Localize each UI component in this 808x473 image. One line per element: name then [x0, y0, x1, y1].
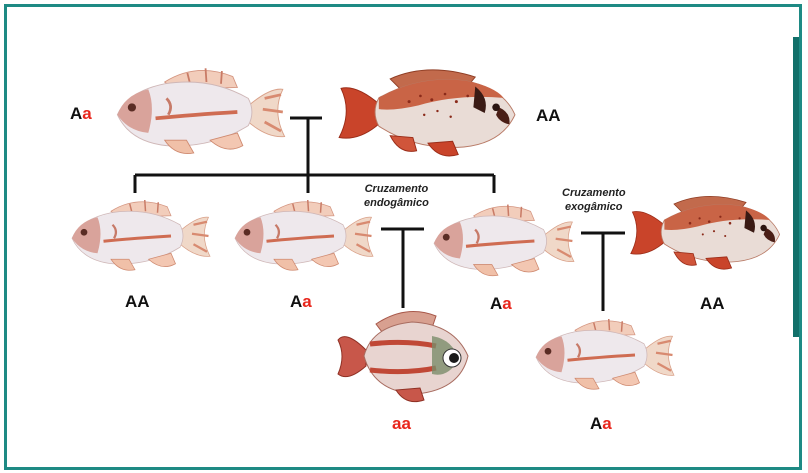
genotype-offspring-3: Aa [490, 294, 512, 314]
white-red-tilapia-icon [536, 319, 674, 389]
pedigree-lines [135, 118, 625, 311]
white-red-tilapia-icon [235, 200, 373, 270]
inbreeding-label-line2: endogâmico [364, 196, 429, 210]
outbreeding-label: Cruzamento exogâmico [562, 186, 626, 214]
allele-recessive: a [82, 104, 91, 123]
allele-dominant: A [590, 414, 602, 433]
inbreeding-label-line1: Cruzamento [364, 182, 429, 196]
allele-dominant: AA [536, 106, 561, 125]
inbreeding-label: Cruzamento endogâmico [364, 182, 429, 210]
white-red-tilapia-icon [434, 205, 574, 276]
genotype-inbred-offspring: aa [392, 414, 411, 434]
allele-dominant: AA [125, 292, 150, 311]
genotype-outcross-mate: AA [700, 294, 725, 314]
white-red-tilapia-icon [72, 200, 210, 270]
allele-dominant: A [290, 292, 302, 311]
deformed-tilapia-icon [338, 312, 468, 402]
outbreeding-label-line1: Cruzamento [562, 186, 626, 200]
allele-dominant: A [70, 104, 82, 123]
outbreeding-label-line2: exogâmico [562, 200, 626, 214]
genotype-offspring-1: AA [125, 292, 150, 312]
genotype-parent-left: Aa [70, 104, 92, 124]
white-red-tilapia-icon [117, 68, 284, 153]
dark-red-tilapia-icon [631, 196, 780, 269]
allele-dominant: A [490, 294, 502, 313]
genotype-outbred-offspring: Aa [590, 414, 612, 434]
allele-recessive: a [302, 292, 311, 311]
dark-red-tilapia-icon [339, 70, 515, 156]
allele-recessive: a [602, 414, 611, 433]
allele-dominant: AA [700, 294, 725, 313]
allele-recessive: aa [392, 414, 411, 433]
genotype-parent-right: AA [536, 106, 561, 126]
genotype-offspring-2: Aa [290, 292, 312, 312]
allele-recessive: a [502, 294, 511, 313]
